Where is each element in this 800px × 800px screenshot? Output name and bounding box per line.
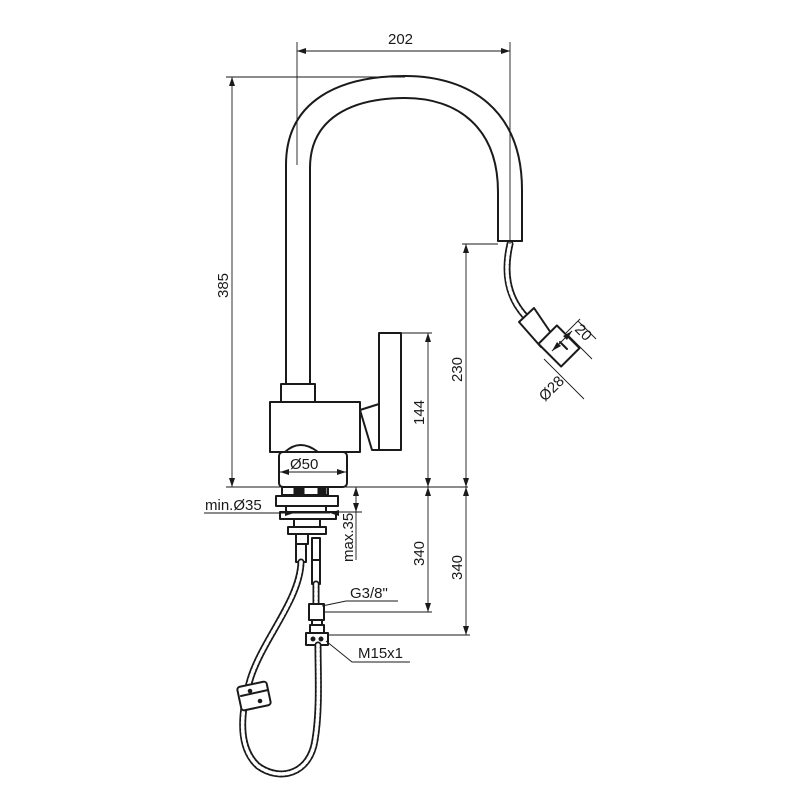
faucet-spout bbox=[285, 75, 523, 385]
dim-total-height: 385 bbox=[215, 273, 232, 298]
dim-lever-height: 144 bbox=[411, 400, 428, 425]
dim-deck-thickness: max.35 bbox=[340, 513, 357, 562]
spray-hose bbox=[503, 240, 529, 320]
dimension-lines bbox=[204, 42, 597, 663]
dimension-labels: 202 385 230 144 Ø50 min.Ø35 max.35 340 3… bbox=[205, 31, 595, 662]
dim-spout-reach: 202 bbox=[388, 31, 413, 48]
dim-hose-thread: M15x1 bbox=[358, 645, 403, 662]
supply-hose bbox=[308, 580, 325, 626]
dim-connection-thread: G3/8" bbox=[350, 585, 388, 602]
dim-hose-length-a: 340 bbox=[411, 541, 428, 566]
mounting-assembly bbox=[275, 486, 339, 585]
hose-weight bbox=[236, 680, 272, 712]
hose-connector bbox=[305, 624, 329, 646]
dim-spray-height: 230 bbox=[449, 357, 466, 382]
dim-hole-diameter: min.Ø35 bbox=[205, 497, 262, 514]
pull-out-hose-loop bbox=[239, 558, 322, 778]
dim-base-diameter: Ø50 bbox=[290, 456, 318, 473]
dim-hose-length-b: 340 bbox=[449, 555, 466, 580]
lever-handle bbox=[359, 332, 402, 451]
faucet-body bbox=[269, 401, 361, 453]
